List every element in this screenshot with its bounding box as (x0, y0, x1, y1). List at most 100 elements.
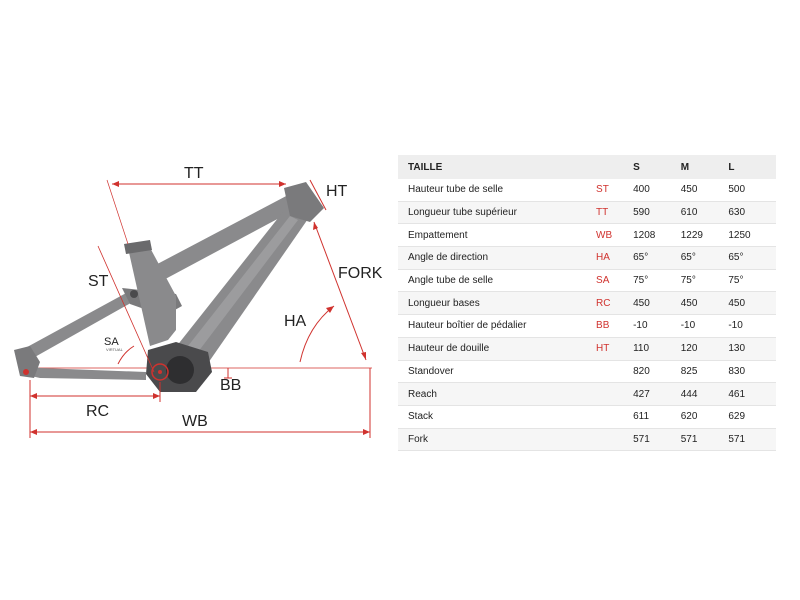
row-value-l: 130 (728, 337, 776, 361)
row-value-s: -10 (633, 314, 681, 338)
row-value-l: 830 (728, 360, 776, 384)
row-abbr (596, 405, 634, 429)
row-value-l: 1250 (728, 223, 776, 248)
ha-label: HA (284, 313, 307, 330)
header-size-s: S (633, 155, 681, 179)
tt-arrow-left (112, 181, 119, 187)
row-label: Angle de direction (398, 246, 597, 270)
fork-dimension (313, 221, 367, 361)
row-label: Hauteur tube de selle (398, 179, 597, 202)
row-value-m: 1229 (680, 223, 729, 248)
tt-extension (106, 179, 129, 245)
bb-center (158, 370, 162, 374)
row-value-m: 620 (680, 405, 729, 429)
row-value-m: 75° (680, 269, 729, 293)
bike-frame (14, 182, 324, 392)
header-abbr (596, 155, 634, 179)
fork-arrow-top (313, 222, 318, 230)
row-abbr: HA (596, 246, 634, 270)
seatstay (18, 292, 136, 362)
header-size-m: M (680, 155, 729, 179)
row-label: Longueur bases (398, 291, 597, 316)
row-abbr: BB (596, 314, 634, 338)
wb-arrow-left (30, 429, 37, 435)
st-dimension (97, 245, 155, 373)
row-abbr (596, 428, 634, 452)
ha-arrow (326, 306, 334, 313)
frame-geometry-diagram: TT HT ST FORK HA SA VIRTUAL BB RC WB (14, 165, 383, 438)
sa-label: SA (104, 336, 119, 348)
row-value-l: 65° (728, 246, 776, 270)
link-pivot (130, 290, 138, 298)
row-value-s: 611 (633, 405, 681, 429)
down-tube-highlight (188, 216, 298, 352)
row-value-s: 75° (633, 269, 681, 293)
row-label: Standover (398, 360, 597, 384)
row-value-m: -10 (680, 314, 729, 338)
row-label: Stack (398, 405, 597, 429)
row-abbr: WB (596, 223, 634, 248)
seat-tube (128, 244, 176, 346)
row-value-l: -10 (728, 314, 776, 338)
row-value-s: 110 (633, 337, 681, 361)
row-label: Longueur tube supérieur (398, 201, 597, 225)
header-taille: TAILLE (398, 155, 597, 179)
row-abbr (596, 360, 634, 384)
ht-dimension (309, 179, 327, 211)
seat-clamp (124, 240, 152, 254)
st-label: ST (88, 273, 109, 290)
row-value-s: 590 (633, 201, 681, 225)
row-abbr: TT (596, 201, 634, 225)
ht-label: HT (326, 183, 348, 200)
row-value-l: 461 (728, 382, 776, 406)
rc-arrow-right (153, 393, 160, 399)
row-abbr (596, 382, 634, 406)
row-label: Empattement (398, 223, 597, 248)
table-header-row: TAILLE S M L (398, 155, 776, 179)
row-value-m: 120 (680, 337, 729, 361)
fork-arrow-bottom (361, 352, 366, 360)
row-value-s: 65° (633, 246, 681, 270)
row-value-m: 450 (680, 291, 729, 316)
row-value-l: 75° (728, 269, 776, 293)
row-label: Hauteur de douille (398, 337, 597, 361)
rc-label: RC (86, 403, 109, 420)
header-size-l: L (728, 155, 776, 179)
sa-virtual-label: VIRTUAL (106, 347, 124, 352)
row-value-s: 1208 (633, 223, 681, 248)
arrow-heads (30, 181, 370, 435)
row-label: Angle tube de selle (398, 269, 597, 293)
top-tube (146, 194, 298, 284)
head-tube (284, 182, 324, 222)
rc-arrow-left (30, 393, 37, 399)
row-value-l: 500 (728, 179, 776, 202)
row-value-s: 427 (633, 382, 681, 406)
row-value-m: 825 (680, 360, 729, 384)
rear-axle (23, 369, 29, 375)
row-value-s: 571 (633, 428, 681, 452)
row-value-s: 450 (633, 291, 681, 316)
tt-label: TT (184, 165, 204, 182)
row-abbr: ST (596, 179, 634, 202)
row-value-l: 630 (728, 201, 776, 225)
row-abbr: RC (596, 291, 634, 316)
row-value-l: 450 (728, 291, 776, 316)
row-label: Hauteur boîtier de pédalier (398, 314, 597, 338)
row-value-s: 400 (633, 179, 681, 202)
row-label: Reach (398, 382, 597, 406)
row-value-m: 610 (680, 201, 729, 225)
row-value-m: 65° (680, 246, 729, 270)
tt-arrow-right (279, 181, 286, 187)
wb-label: WB (182, 413, 208, 430)
motor-gear (166, 356, 194, 384)
dimension-lines (29, 179, 371, 438)
